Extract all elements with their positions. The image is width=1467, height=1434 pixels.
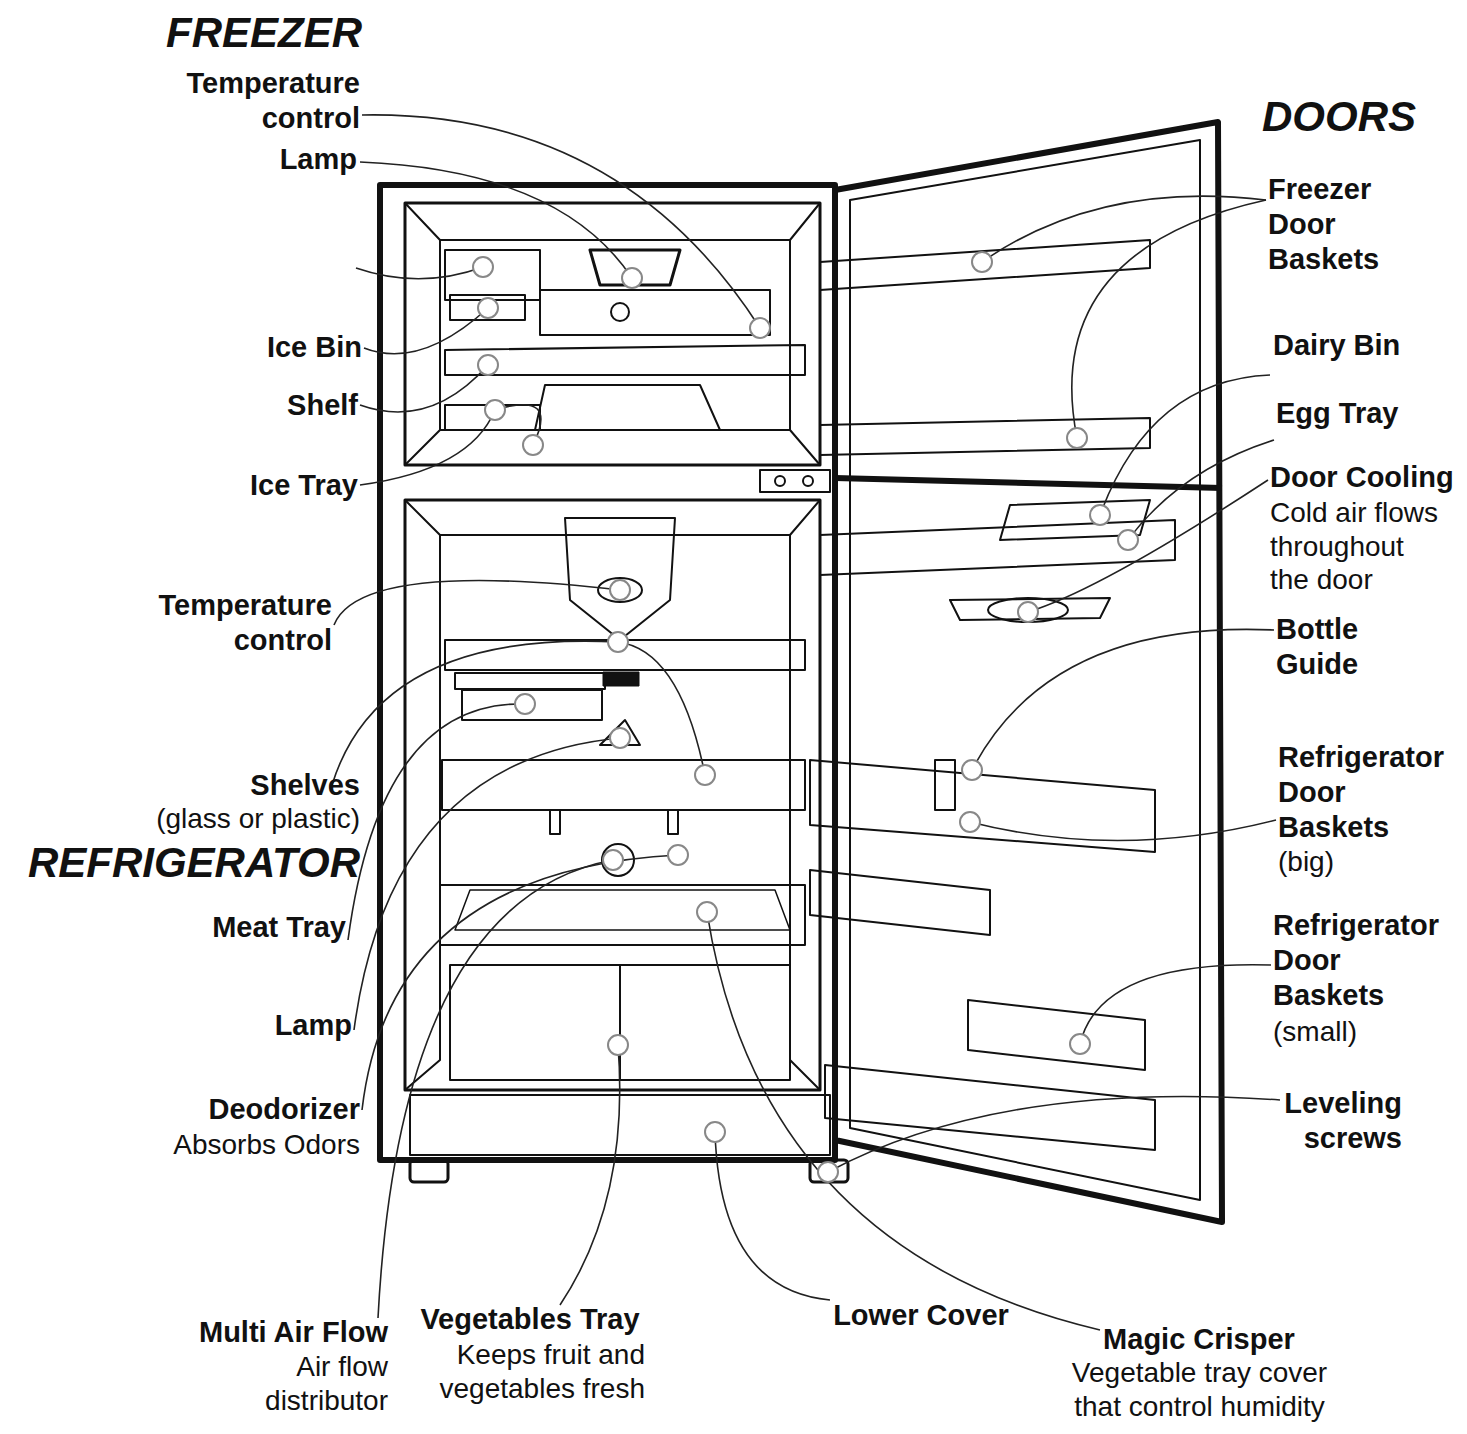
part-label: Ice Tray — [158, 468, 358, 503]
part-label: Door Cooling — [1270, 460, 1467, 495]
part-label: Magic Crisper — [1079, 1322, 1319, 1357]
part-label: Leveling screws — [1270, 1086, 1402, 1156]
part-label: Temperature control — [132, 588, 332, 658]
leader-lines — [332, 115, 1280, 1330]
part-note: Cold air flows throughout the door — [1270, 496, 1445, 597]
part-note: (glass or plastic) — [100, 802, 360, 836]
fridge-body — [380, 185, 835, 1160]
part-label: Bottle Guide — [1276, 612, 1426, 682]
part-label: Refrigerator Door Baskets — [1273, 908, 1448, 1012]
part-note: Air flow distributor — [258, 1350, 388, 1417]
foot — [410, 1160, 448, 1182]
part-label: Vegetables Tray — [405, 1302, 655, 1337]
door — [835, 122, 1222, 1222]
part-note: Vegetable tray cover that control humidi… — [1062, 1356, 1337, 1423]
ice-maker — [445, 250, 540, 300]
part-label: Multi Air Flow — [138, 1315, 388, 1350]
part-label: Lamp — [157, 142, 357, 177]
ice-bin — [535, 385, 720, 430]
door-basket-small — [968, 1000, 1145, 1070]
freezer-inner — [405, 203, 820, 465]
crisper-cover — [440, 885, 805, 945]
vegetable-drawer — [450, 965, 620, 1080]
fridge-control-housing — [565, 518, 675, 640]
part-label: Egg Tray — [1276, 396, 1456, 431]
part-label: Refrigerator Door Baskets — [1278, 740, 1453, 844]
part-label: Temperature control — [160, 66, 360, 136]
switch-panel — [760, 470, 830, 492]
part-label: Dairy Bin — [1273, 328, 1453, 363]
shelf — [442, 760, 805, 810]
part-note: (big) — [1278, 845, 1458, 879]
part-label: Shelf — [158, 388, 358, 423]
part-note: Absorbs Odors — [60, 1128, 360, 1162]
part-label: Lamp — [152, 1008, 352, 1043]
section-heading: FREEZER — [102, 8, 362, 58]
vegetable-drawer — [620, 965, 790, 1080]
freezer-compartment — [405, 203, 820, 465]
door-basket-big — [810, 760, 1155, 852]
part-note: Keeps fruit and vegetables fresh — [430, 1338, 645, 1405]
callout-dots — [473, 252, 1138, 1182]
part-label: Meat Tray — [146, 910, 346, 945]
foot — [810, 1160, 848, 1182]
part-label: Lower Cover — [821, 1298, 1021, 1333]
meat-tray — [462, 690, 602, 720]
section-heading: DOORS — [1262, 92, 1462, 142]
freezer-control — [540, 290, 770, 335]
bottle-guide — [935, 760, 955, 810]
door-divider — [835, 478, 1222, 488]
part-label: Ice Bin — [162, 330, 362, 365]
freezer-door-basket — [820, 418, 1150, 455]
dairy-bin — [820, 520, 1175, 575]
freezer-shelf — [445, 345, 805, 375]
door-basket — [825, 1065, 1155, 1150]
part-label: Shelves — [160, 768, 360, 803]
part-label: Freezer Door Baskets — [1268, 172, 1398, 276]
part-note: (small) — [1273, 1015, 1453, 1049]
door-basket — [810, 870, 990, 935]
freezer-door-basket — [820, 240, 1150, 290]
part-label: Deodorizer — [160, 1092, 360, 1127]
section-heading: REFRIGERATOR — [0, 838, 360, 888]
